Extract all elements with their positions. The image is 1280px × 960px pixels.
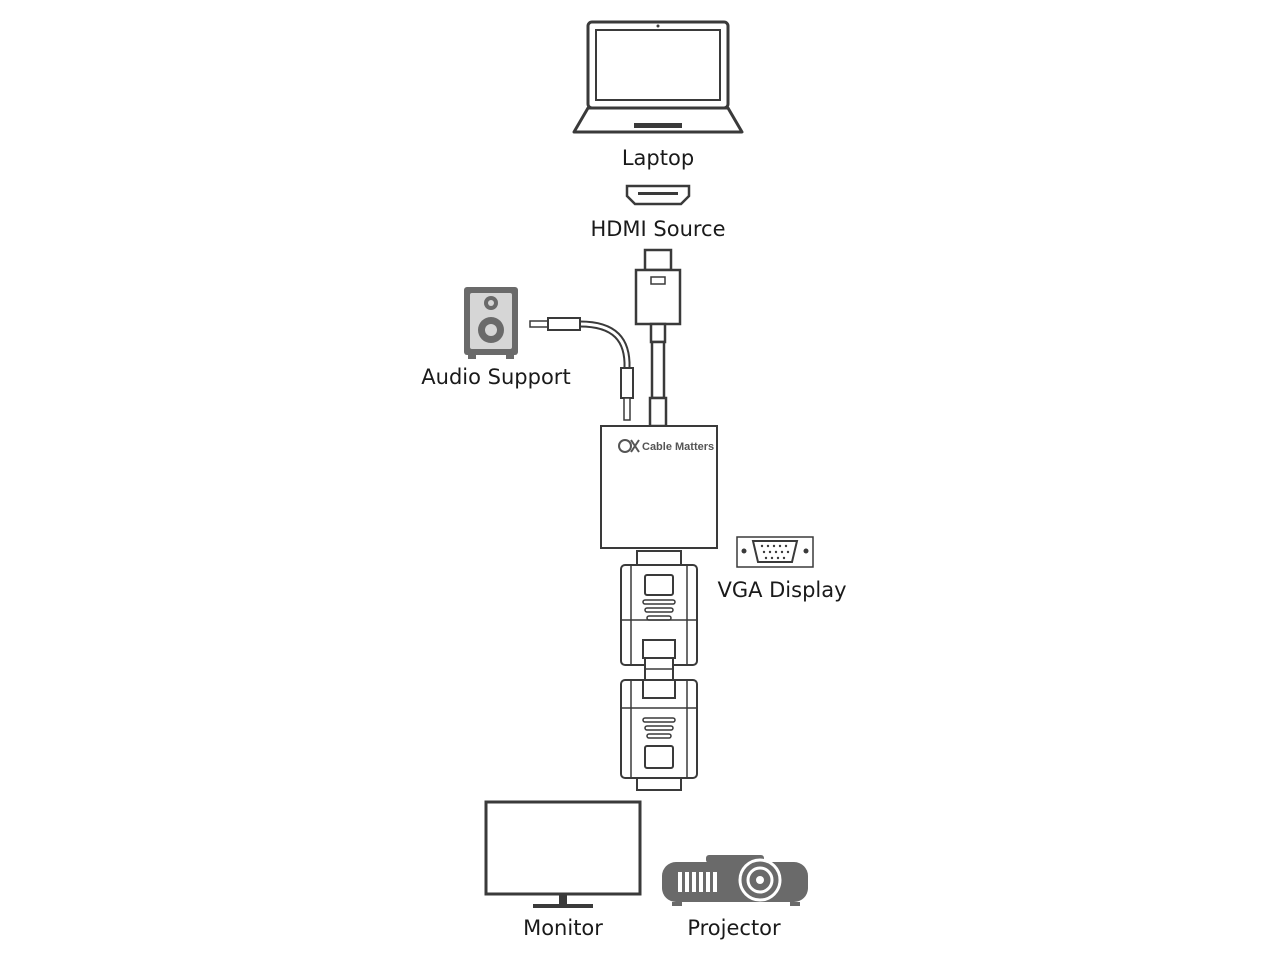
audio-cable (529, 317, 634, 421)
adapter-brand: Cable Matters (642, 441, 714, 453)
adapter-box: Cable Matters (600, 425, 718, 549)
hdmi-port-icon (625, 184, 691, 206)
laptop-icon (572, 20, 744, 134)
projector-icon (662, 855, 808, 906)
vga-plug-upper (620, 550, 698, 666)
cable-matters-logo-icon (618, 439, 640, 453)
monitor-label: Monitor (523, 916, 603, 940)
vga-cable (644, 657, 674, 681)
projector-label: Projector (687, 916, 781, 940)
vga-port-icon (736, 536, 814, 568)
vga-display-label: VGA Display (717, 578, 846, 602)
monitor-icon (484, 800, 642, 908)
speaker-icon (464, 287, 518, 359)
audio-support-label: Audio Support (421, 365, 570, 389)
vga-plug-lower (620, 679, 698, 791)
hdmi-plug (634, 248, 682, 428)
laptop-label: Laptop (622, 146, 694, 170)
hdmi-source-label: HDMI Source (590, 217, 725, 241)
